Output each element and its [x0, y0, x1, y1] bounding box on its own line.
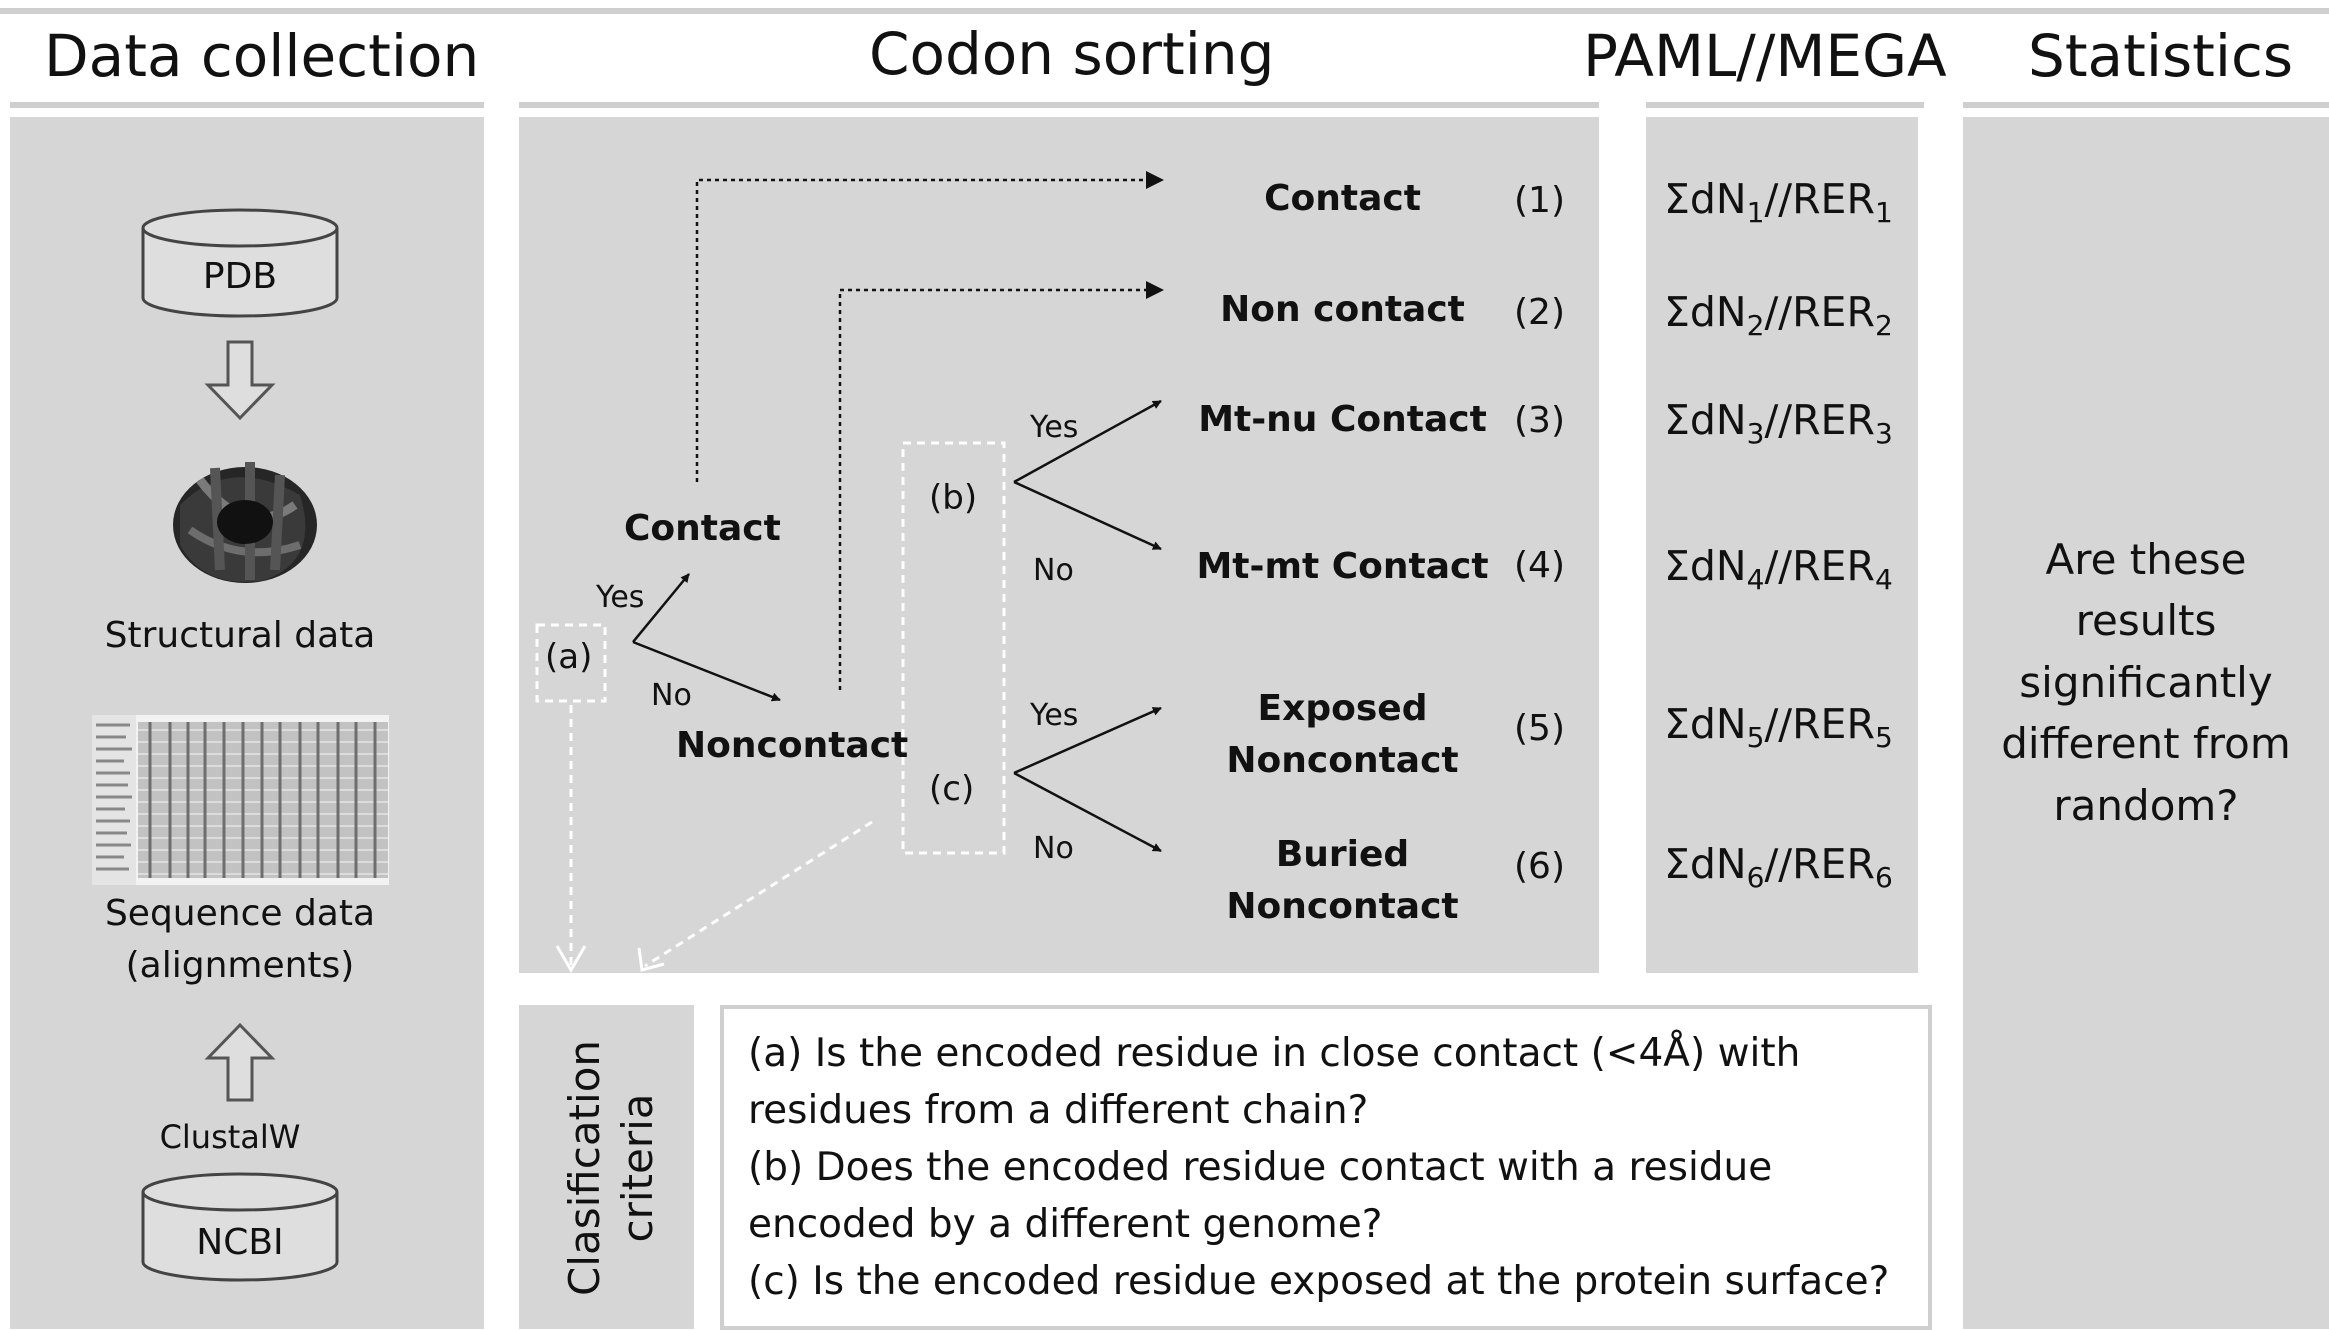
structural-data-label: Structural data	[104, 615, 376, 656]
category-buried-noncontact: Noncontact	[1226, 886, 1459, 927]
dotted-connectors	[695, 178, 1160, 690]
category-number-2: (2)	[1514, 292, 1565, 333]
alignment-image	[92, 715, 389, 885]
category-non-contact: Non contact	[1220, 289, 1465, 330]
header-paml-mega: PAML//MEGA	[1583, 22, 1947, 90]
up-arrow-icon	[204, 1022, 276, 1102]
header-rule-codon	[519, 102, 1599, 108]
paml-formula-6: ΣdN6//RER6	[1664, 840, 1893, 895]
node-b-box	[901, 441, 1006, 855]
criteria-line-2: residues from a different chain?	[748, 1088, 1369, 1133]
pdb-label: PDB	[202, 256, 278, 297]
category-mt-mt-contact: Mt-mt Contact	[1196, 546, 1489, 587]
criteria-line-1: (a) Is the encoded residue in close cont…	[748, 1031, 1801, 1076]
top-rule	[0, 8, 2329, 14]
sequence-data-label: Sequence data	[104, 893, 376, 934]
clustalw-label: ClustalW	[159, 1118, 301, 1156]
category-buried: Buried	[1275, 834, 1410, 875]
node-a-box	[535, 623, 607, 703]
ncbi-database-icon	[141, 1172, 339, 1282]
statistics-question-line-3: significantly	[2019, 658, 2273, 707]
header-rule-data	[10, 102, 484, 108]
header-data-collection: Data collection	[44, 22, 480, 90]
category-number-4: (4)	[1514, 545, 1565, 586]
statistics-panel	[1963, 117, 2329, 1329]
edge-c-no-label: No	[1033, 831, 1074, 866]
codon-sorting-panel	[519, 117, 1599, 973]
down-arrow-icon	[204, 340, 276, 421]
criteria-line-4: encoded by a different genome?	[748, 1202, 1383, 1247]
edge-c-yes-label: Yes	[1030, 698, 1079, 733]
alignments-label: (alignments)	[125, 945, 355, 986]
category-exposed: Exposed	[1257, 688, 1428, 729]
tree-edges	[632, 399, 1162, 853]
node-a-label: (a)	[545, 637, 593, 677]
node-b-label: (b)	[929, 478, 978, 518]
header-rule-paml	[1646, 102, 1924, 108]
statistics-question-line-5: random?	[2053, 781, 2239, 830]
pdb-database-icon	[141, 208, 339, 318]
header-statistics: Statistics	[2028, 22, 2294, 90]
paml-formula-2: ΣdN2//RER2	[1664, 288, 1893, 343]
node-c-label: (c)	[929, 769, 975, 809]
category-number-1: (1)	[1514, 180, 1565, 221]
contact-node-label: Contact	[624, 508, 781, 549]
dotted-arrowheads	[1146, 171, 1164, 299]
header-codon-sorting: Codon sorting	[869, 20, 1275, 88]
ncbi-label: NCBI	[196, 1222, 284, 1263]
edge-b-yes-label: Yes	[1030, 410, 1079, 445]
category-mt-nu-contact: Mt-nu Contact	[1198, 399, 1487, 440]
protein-structure-image	[173, 462, 317, 583]
criteria-line-3: (b) Does the encoded residue contact wit…	[748, 1145, 1773, 1190]
statistics-question-line-4: different from	[2001, 719, 2291, 768]
category-number-6: (6)	[1514, 846, 1565, 887]
criteria-title-line-1: Clasification	[560, 1039, 609, 1297]
category-exposed-noncontact: Noncontact	[1226, 740, 1459, 781]
paml-formula-3: ΣdN3//RER3	[1664, 396, 1893, 451]
paml-mega-panel	[1646, 117, 1918, 973]
edge-a-no-label: No	[651, 678, 692, 713]
category-number-5: (5)	[1514, 708, 1565, 749]
paml-formula-4: ΣdN4//RER4	[1664, 542, 1893, 597]
category-contact: Contact	[1264, 178, 1421, 219]
criteria-title-line-2: criteria	[613, 1093, 662, 1243]
criteria-line-5: (c) Is the encoded residue exposed at th…	[748, 1259, 1890, 1304]
statistics-question-line-2: results	[2075, 596, 2217, 645]
paml-formula-1: ΣdN1//RER1	[1664, 175, 1893, 230]
criteria-pointers	[555, 705, 873, 973]
statistics-question-line-1: Are these	[2045, 535, 2247, 584]
criteria-box	[720, 1005, 1932, 1330]
paml-formula-5: ΣdN5//RER5	[1664, 700, 1893, 755]
noncontact-node-label: Noncontact	[676, 725, 909, 766]
edge-a-yes-label: Yes	[596, 580, 645, 615]
header-rule-stats	[1963, 102, 2329, 108]
criteria-title-panel	[519, 1005, 694, 1329]
edge-b-no-label: No	[1033, 553, 1074, 588]
category-number-3: (3)	[1514, 400, 1565, 441]
